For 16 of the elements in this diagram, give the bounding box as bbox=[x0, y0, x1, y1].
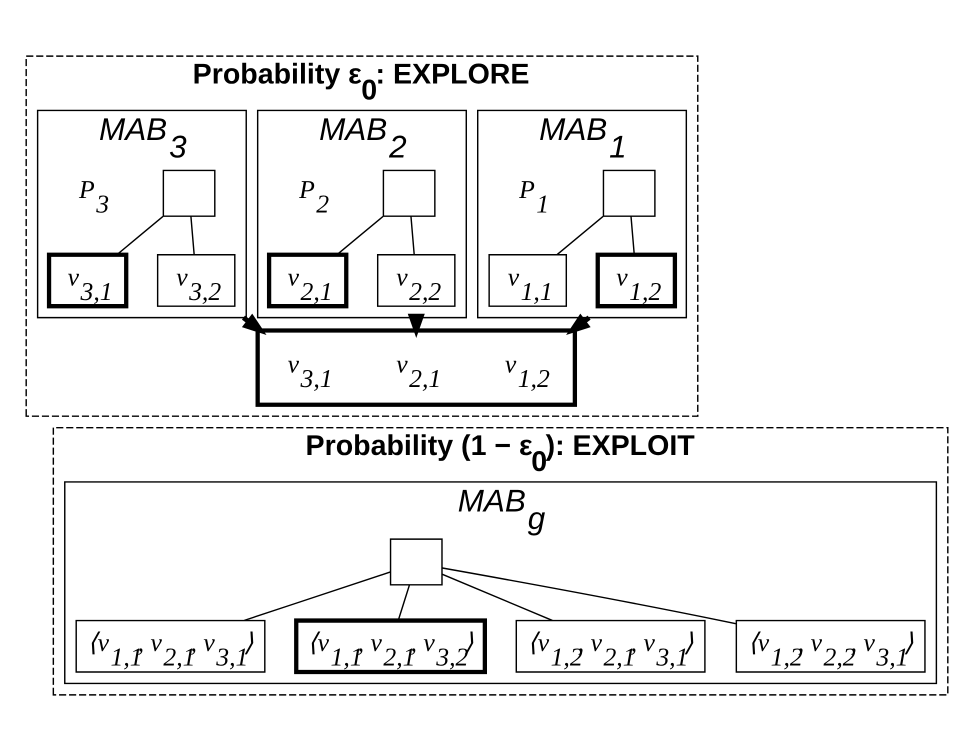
connector bbox=[556, 216, 604, 256]
connector bbox=[190, 216, 194, 255]
cluster bbox=[255, 328, 577, 407]
arrow bbox=[407, 314, 424, 338]
connector bbox=[441, 574, 552, 622]
connector bbox=[116, 216, 163, 256]
connector bbox=[410, 216, 414, 255]
node-box bbox=[162, 170, 216, 217]
connector bbox=[336, 216, 383, 256]
connector bbox=[442, 567, 736, 624]
node-box bbox=[382, 170, 436, 217]
node-box bbox=[389, 538, 442, 586]
node-box bbox=[602, 170, 656, 217]
connector bbox=[397, 585, 410, 620]
connector bbox=[244, 571, 390, 622]
connector bbox=[630, 216, 634, 255]
